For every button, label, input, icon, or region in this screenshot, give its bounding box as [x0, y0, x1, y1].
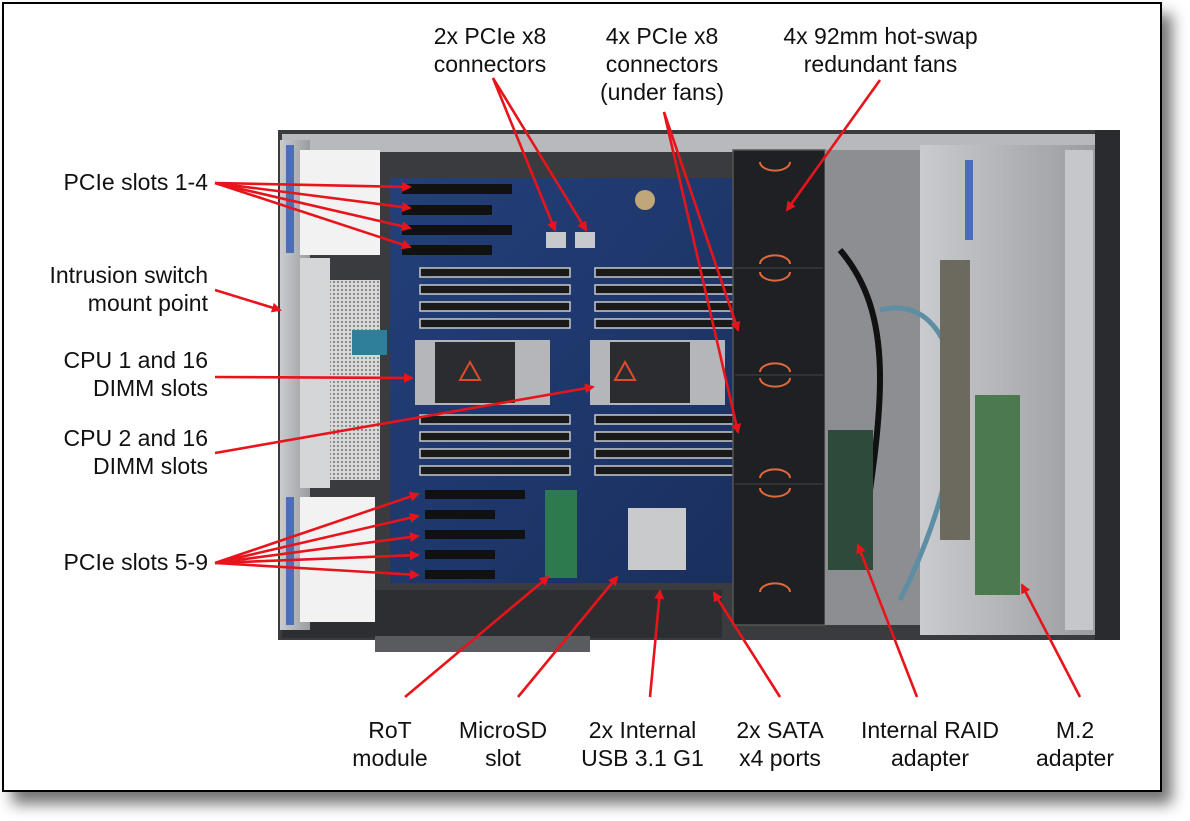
label-pcie-slots-5-9: PCIe slots 5-9 [63, 549, 208, 575]
pcie-slots-lower [425, 490, 525, 579]
cpu-heatsink [590, 340, 725, 405]
label-cpu1: CPU 1 and 16 DIMM slots [63, 347, 208, 401]
label-fans: 4x 92mm hot-swap redundant fans [783, 23, 978, 77]
label-intrusion-switch: Intrusion switch mount point [49, 262, 208, 316]
drive-bay-area [825, 145, 1095, 635]
dimm-bank [419, 267, 736, 476]
label-pcie-x8-2x: 2x PCIe x8 connectors [433, 23, 547, 77]
label-pcie-slots-1-4: PCIe slots 1-4 [63, 169, 208, 195]
raid-adapter-board [828, 430, 873, 570]
label-cpu2: CPU 2 and 16 DIMM slots [63, 425, 208, 479]
label-m2-adapter: M.2 adapter [1035, 717, 1114, 771]
label-microsd-slot: MicroSD slot [458, 717, 548, 771]
pcie-x8-connector [546, 232, 566, 248]
pcie-slots-upper [402, 184, 512, 255]
cpu-heatsink [415, 340, 550, 405]
label-pcie-x8-4x: 4x PCIe x8 connectors (under fans) [599, 23, 724, 105]
fan-cage [732, 149, 826, 626]
label-sata-ports: 2x SATA x4 ports [736, 717, 824, 771]
label-rot-module: RoT module [352, 717, 428, 771]
pcie-x8-connector [575, 232, 595, 248]
label-internal-usb: 2x Internal USB 3.1 G1 [581, 717, 704, 771]
rot-module [545, 490, 577, 578]
label-raid-adapter: Internal RAID adapter [860, 717, 1000, 771]
m2-adapter-board [975, 395, 1020, 595]
fan [759, 161, 791, 593]
callout-arrows [214, 77, 1082, 698]
motherboard [390, 178, 736, 583]
chipset-heatsink [628, 508, 686, 570]
